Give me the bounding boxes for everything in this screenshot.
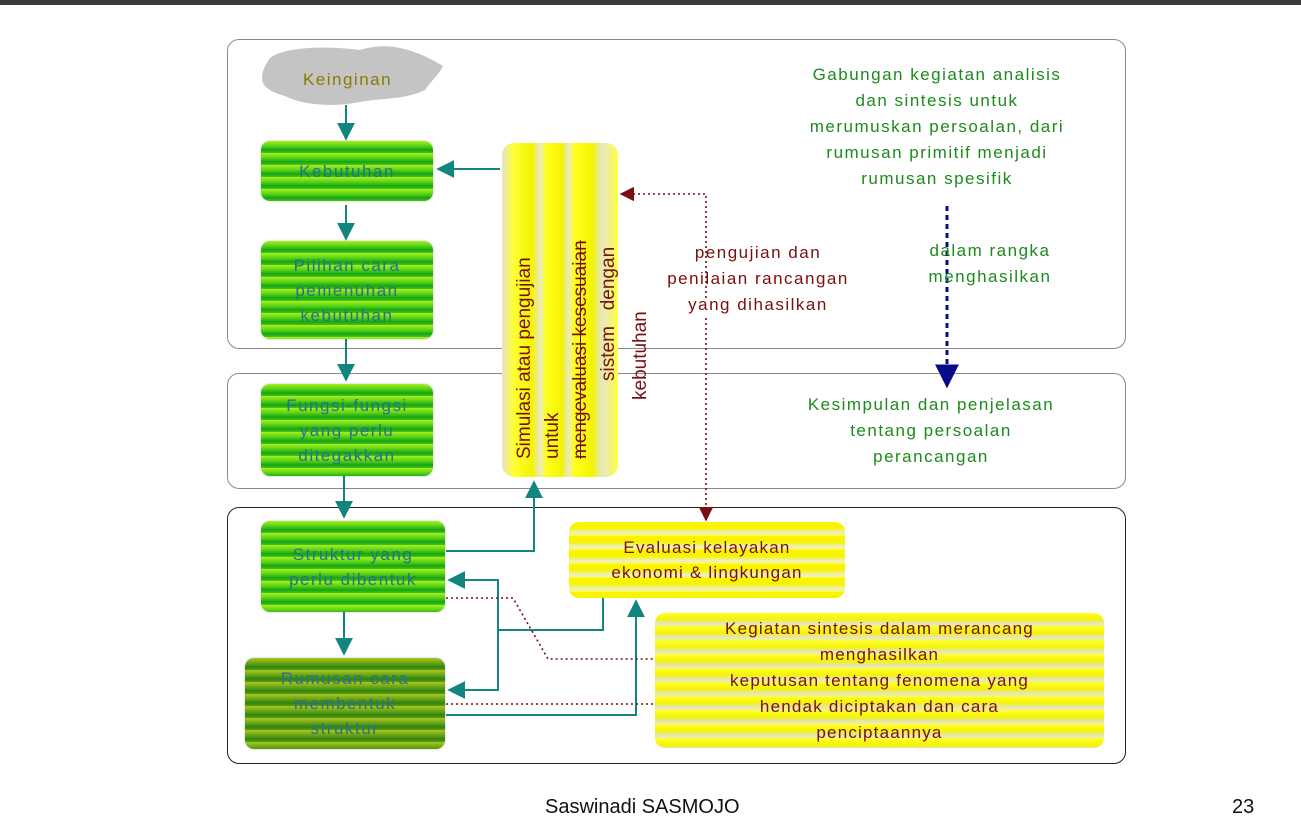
node-struktur: Struktur yang perlu dibentuk (261, 521, 445, 612)
node-simulasi: Simulasi atau pengujian untuk mengevalua… (502, 143, 619, 477)
node-kebutuhan: Kebutuhan (261, 141, 433, 201)
dotted-struktur-sintesis (446, 597, 654, 660)
dalam-line1: dalam rangka (929, 241, 1051, 260)
kesimpulan-line2: tentang persoalan (850, 421, 1012, 440)
simulasi-line3: mengevaluasi kesesuaian (570, 240, 591, 459)
simulasi-line4: sistem dengan (598, 246, 619, 381)
annotation-kesimpulan: Kesimpulan dan penjelasan tentang persoa… (768, 392, 1094, 470)
arrow-rumusan-evaluasi (446, 599, 645, 716)
gabungan-line3: merumuskan persoalan, dari (809, 117, 1065, 136)
annotation-gabungan: Gabungan kegiatan analisis dan sintesis … (772, 62, 1102, 192)
gabungan-line2: dan sintesis untuk (855, 91, 1019, 110)
gabungan-line1: Gabungan kegiatan analisis (812, 65, 1062, 84)
kesimpulan-line1: Kesimpulan dan penjelasan (807, 395, 1055, 414)
footer-author: Saswinadi SASMOJO (545, 796, 740, 818)
node-sintesis-line4: hendak diciptakan dan cara (759, 696, 1000, 716)
node-evaluasi-line2: ekonomi & lingkungan (611, 563, 803, 582)
node-fungsi-line2: yang perlu (299, 420, 395, 440)
node-fungsi: Fungsi-fungsi yang perlu ditegakkan (261, 384, 433, 476)
node-pilihan: Pilihan cara pemenuhan kebutuhan (261, 241, 433, 339)
node-pilihan-line1: Pilihan cara (293, 255, 401, 275)
dalam-line2: menghasilkan (928, 267, 1052, 286)
node-rumusan: Rumusan cara membentuk struktur (245, 658, 445, 749)
node-sintesis-line1: Kegiatan sintesis dalam merancang (725, 618, 1034, 638)
pengujian-line1: pengujian dan (694, 243, 822, 262)
node-kebutuhan-label: Kebutuhan (299, 161, 395, 181)
node-rumusan-line3: struktur (310, 719, 380, 738)
node-evaluasi: Evaluasi kelayakan ekonomi & lingkungan (569, 522, 845, 598)
node-fungsi-line3: ditegakkan (298, 445, 396, 465)
kesimpulan-line3: perancangan (873, 447, 989, 466)
pengujian-line3: yang dihasilkan (688, 295, 828, 314)
gabungan-line5: rumusan spesifik (861, 169, 1013, 188)
footer-page-number: 23 (1232, 796, 1255, 818)
top-bar (0, 0, 1301, 5)
simulasi-line2: untuk (542, 412, 563, 459)
panel-conclusion (227, 373, 1126, 489)
annotation-dalam-rangka: dalam rangka menghasilkan (905, 238, 1075, 290)
node-evaluasi-line1: Evaluasi kelayakan (623, 538, 791, 557)
node-sintesis: Kegiatan sintesis dalam merancang mengha… (655, 613, 1104, 748)
dotted-evaluasi-simulasi (619, 186, 707, 298)
node-sintesis-line3: keputusan tentang fenomena yang (729, 670, 1029, 690)
arrow-evaluasi-rumusan (447, 630, 499, 699)
pengujian-line2: penilaian rancangan (667, 269, 849, 288)
panel-analysis (227, 39, 1126, 349)
annotation-pengujian: pengujian dan penilaian rancangan yang d… (640, 240, 876, 318)
node-pilihan-line3: kebutuhan (300, 305, 394, 325)
node-struktur-line2: perlu dibentuk (289, 569, 417, 589)
node-rumusan-line2: membentuk (293, 694, 397, 713)
node-pilihan-line2: pemenuhan (295, 280, 399, 300)
simulasi-line5: kebutuhan (630, 311, 651, 400)
node-struktur-line1: Struktur yang (292, 544, 414, 564)
simulasi-line1: Simulasi atau pengujian (514, 257, 535, 459)
node-sintesis-line2: menghasilkan (819, 644, 940, 664)
node-keinginan: Keinginan (302, 70, 393, 89)
node-fungsi-line1: Fungsi-fungsi (286, 395, 408, 415)
arrow-struktur-simulasi (446, 480, 543, 552)
node-sintesis-line5: penciptaannya (816, 722, 943, 742)
node-rumusan-line1: Rumusan cara (280, 669, 410, 688)
panel-synthesis (227, 507, 1126, 764)
gabungan-line4: rumusan primitif menjadi (826, 143, 1048, 162)
